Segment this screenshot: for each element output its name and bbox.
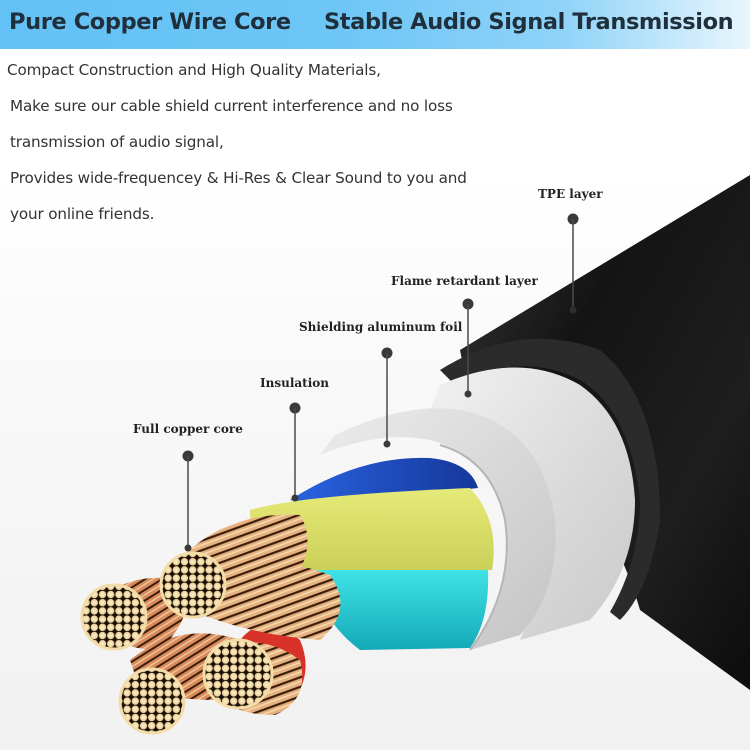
description-line: your online friends.	[10, 205, 155, 223]
callout-label-tpe: TPE layer	[538, 187, 603, 201]
callout-label-copper-core: Full copper core	[133, 422, 243, 436]
header-banner: Pure Copper Wire Core Stable Audio Signa…	[0, 0, 750, 49]
callout-tpe	[567, 213, 579, 314]
callout-insulation	[289, 402, 301, 502]
callout-label-flame-retardant: Flame retardant layer	[391, 274, 538, 288]
copper-core-end	[159, 551, 227, 619]
header-title-left: Pure Copper Wire Core	[9, 9, 291, 35]
header-title-right: Stable Audio Signal Transmission	[324, 9, 734, 35]
callout-label-insulation: Insulation	[260, 376, 329, 390]
yellow-insulation	[250, 488, 494, 575]
blue-insulation	[290, 457, 478, 505]
callout-label-aluminum-foil: Shielding aluminum foil	[299, 320, 463, 334]
callout-copper	[182, 450, 194, 552]
description-line: Provides wide-frequencey & Hi-Res & Clea…	[10, 169, 467, 187]
cyan-insulation	[310, 570, 489, 650]
description-line: Make sure our cable shield current inter…	[10, 97, 453, 115]
callout-foil	[381, 347, 393, 448]
description-line: Compact Construction and High Quality Ma…	[7, 61, 381, 79]
callout-flame	[462, 298, 474, 398]
copper-core-end	[80, 583, 148, 651]
copper-core-end	[118, 667, 186, 735]
copper-core-end	[202, 638, 274, 710]
flame-retardant-layer	[430, 367, 635, 640]
aluminum-foil-layer	[320, 408, 556, 651]
description-line: transmission of audio signal,	[10, 133, 224, 151]
